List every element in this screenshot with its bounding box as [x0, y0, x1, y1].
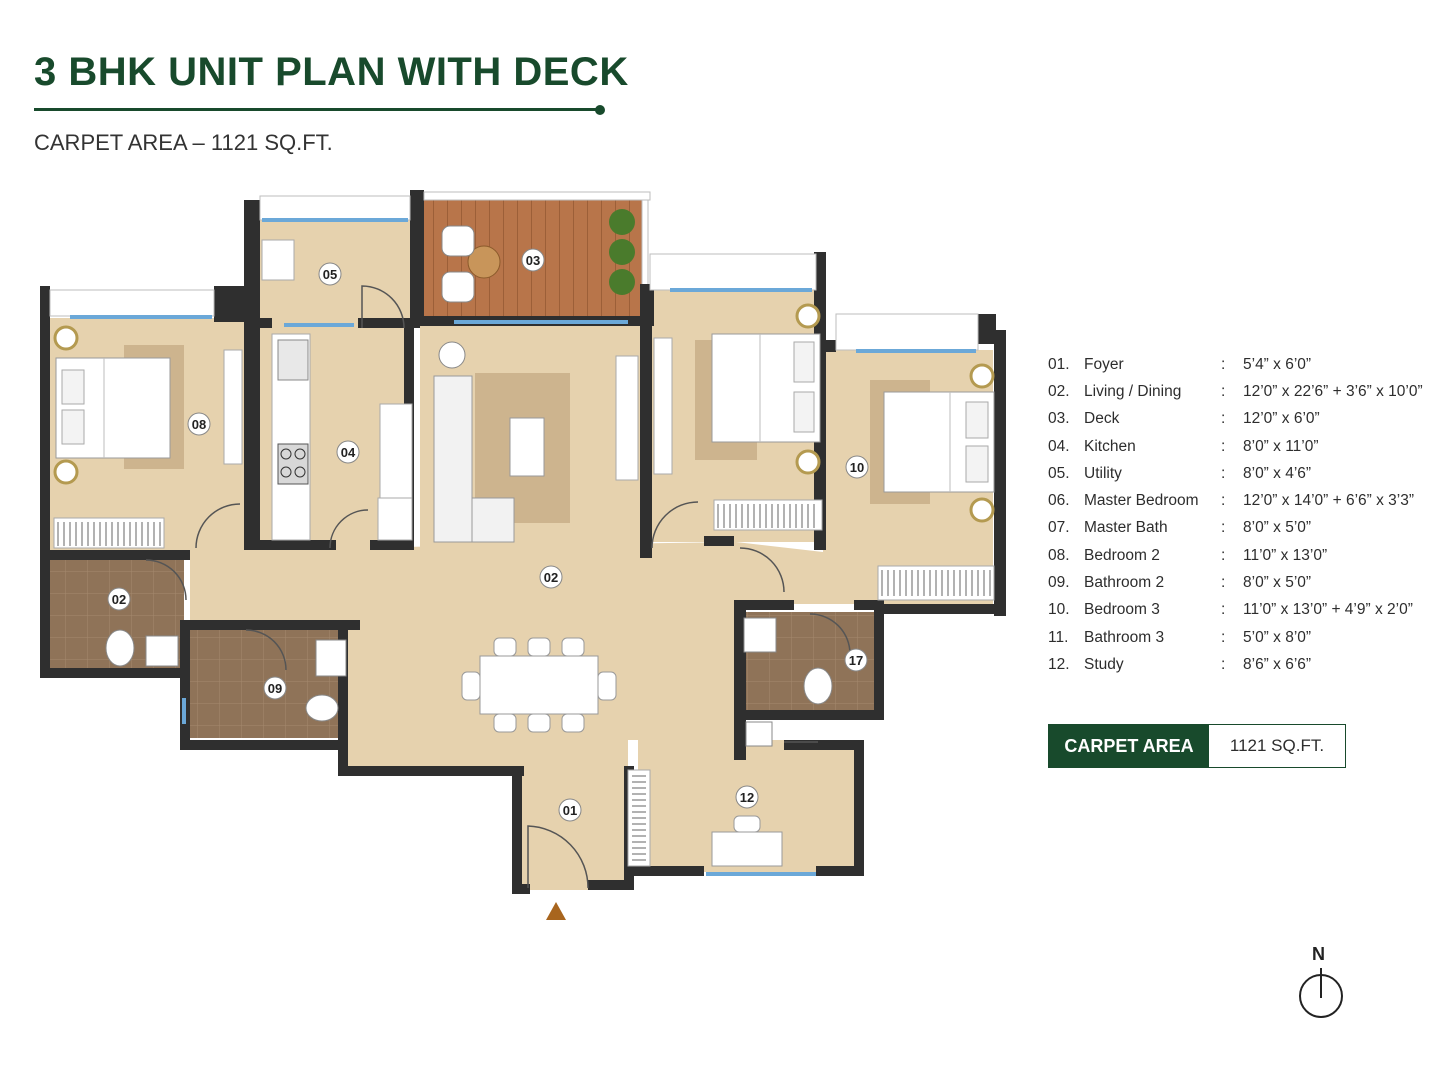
legend-item: 11.Bathroom 3:5’0” x 8’0”	[1048, 628, 1312, 646]
kitchen-fixtures	[261, 239, 413, 541]
legend-item: 03.Deck:12’0” x 6’0”	[1048, 410, 1320, 428]
carpet-area-value: 1121 SQ.FT.	[1229, 736, 1325, 755]
carpet-area-box: CARPET AREA 1121 SQ.FT.	[1048, 724, 1346, 768]
bed-master-bedroom	[653, 303, 823, 531]
title-underline	[34, 108, 600, 111]
room-label-living: 02	[544, 570, 558, 585]
room-label-bath-left: 02	[112, 592, 126, 607]
legend-item: 06.Master Bedroom:12’0” x 14’0” + 6’6” x…	[1048, 492, 1415, 510]
legend-item: 08.Bedroom 2:11’0” x 13’0”	[1048, 546, 1328, 564]
room-schedule-legend: 01.Foyer:5’4” x 6’0” 02.Living / Dining:…	[1048, 351, 1443, 679]
room-label-study: 12	[740, 790, 754, 805]
legend-item: 07.Master Bath:8’0” x 5’0”	[1048, 519, 1312, 537]
deck-furniture	[441, 209, 635, 303]
entry-arrow-icon	[546, 902, 566, 920]
room-label-kitchen: 04	[341, 445, 356, 460]
walls	[40, 190, 1006, 894]
door-swings	[145, 285, 851, 889]
legend-item: 09.Bathroom 2:8’0” x 5’0”	[1048, 574, 1312, 592]
title-underline-dot	[595, 105, 605, 115]
legend-item: 12.Study:8’6” x 6’6”	[1048, 655, 1312, 673]
window-glass	[70, 218, 976, 876]
page-title: 3 BHK UNIT PLAN WITH DECK	[34, 50, 629, 94]
compass-north-label: N	[1312, 944, 1325, 964]
legend-item: 02.Living / Dining:12’0” x 22’6” + 3’6” …	[1048, 382, 1423, 400]
room-label-bedroom-2: 08	[192, 417, 206, 432]
bathroom-fixtures	[105, 617, 833, 722]
compass-icon	[1299, 968, 1343, 1018]
legend-item: 01.Foyer:5’4” x 6’0”	[1048, 355, 1312, 373]
legend-item: 10.Bedroom 3:11’0” x 13’0” + 4’9” x 2’0”	[1048, 601, 1413, 619]
room-label-bath-2: 09	[268, 681, 282, 696]
room-label-utility: 05	[323, 267, 337, 282]
room-labels: 01 02 02 03 04 05 08 09 10 12 17	[107, 248, 869, 822]
living-furniture	[433, 341, 639, 543]
room-label-bedroom-3: 10	[850, 460, 864, 475]
dining-table	[461, 637, 617, 733]
bed-bedroom-2	[53, 325, 243, 549]
legend-item: 05.Utility:8’0” x 4’6”	[1048, 464, 1312, 482]
room-label-deck: 03	[526, 253, 540, 268]
carpet-area-label: CARPET AREA	[1049, 725, 1209, 767]
bed-bedroom-3	[877, 363, 995, 601]
carpet-area-subtitle: CARPET AREA – 1121 SQ.FT.	[34, 130, 333, 155]
study-furniture	[627, 721, 783, 867]
legend-item: 04.Kitchen:8’0” x 11’0”	[1048, 437, 1319, 455]
room-label-foyer: 01	[563, 803, 577, 818]
room-label-master-bath: 17	[849, 653, 863, 668]
